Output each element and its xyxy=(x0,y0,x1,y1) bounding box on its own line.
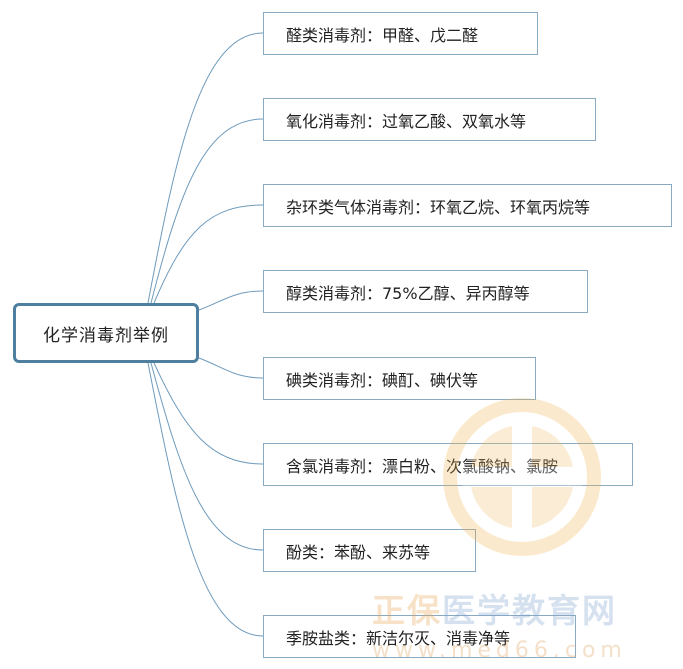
branch-node-chlorine[interactable]: 含氯消毒剂：漂白粉、次氯酸钠、氯胺 xyxy=(263,443,633,486)
root-node[interactable]: 化学消毒剂举例 xyxy=(13,303,199,363)
connector-line xyxy=(153,362,264,465)
branch-label: 含氯消毒剂：漂白粉、次氯酸钠、氯胺 xyxy=(286,456,559,476)
branch-label: 醇类消毒剂：75%乙醇、异丙醇等 xyxy=(286,283,530,303)
connector-line xyxy=(147,362,264,637)
branch-node-heterocyclic-gases[interactable]: 杂环类气体消毒剂：环氧乙烷、环氧丙烷等 xyxy=(263,184,672,227)
connector-line xyxy=(150,118,264,304)
branch-node-quaternary-ammonium[interactable]: 季胺盐类：新洁尔灭、消毒净等 xyxy=(263,615,576,658)
connector-line xyxy=(153,204,264,304)
branch-label: 杂环类气体消毒剂：环氧乙烷、环氧丙烷等 xyxy=(286,197,591,217)
branch-label: 氧化消毒剂：过氧乙酸、双氧水等 xyxy=(286,111,527,131)
branch-node-alcohols[interactable]: 醇类消毒剂：75%乙醇、异丙醇等 xyxy=(263,270,588,313)
connector-line xyxy=(147,32,264,304)
root-label: 化学消毒剂举例 xyxy=(43,325,169,346)
branch-node-aldehydes[interactable]: 醛类消毒剂：甲醛、戊二醛 xyxy=(263,12,538,55)
branch-node-iodines[interactable]: 碘类消毒剂：碘酊、碘伏等 xyxy=(263,357,536,400)
connector-line xyxy=(150,362,264,551)
connector-line xyxy=(198,290,264,311)
connector-line xyxy=(198,357,264,379)
branch-node-oxidizers[interactable]: 氧化消毒剂：过氧乙酸、双氧水等 xyxy=(263,98,596,141)
branch-label: 碘类消毒剂：碘酊、碘伏等 xyxy=(286,370,479,390)
branch-node-phenols[interactable]: 酚类：苯酚、来苏等 xyxy=(263,529,476,572)
branch-label: 醛类消毒剂：甲醛、戊二醛 xyxy=(286,25,479,45)
branch-label: 季胺盐类：新洁尔灭、消毒净等 xyxy=(286,628,511,648)
branch-label: 酚类：苯酚、来苏等 xyxy=(286,542,431,562)
